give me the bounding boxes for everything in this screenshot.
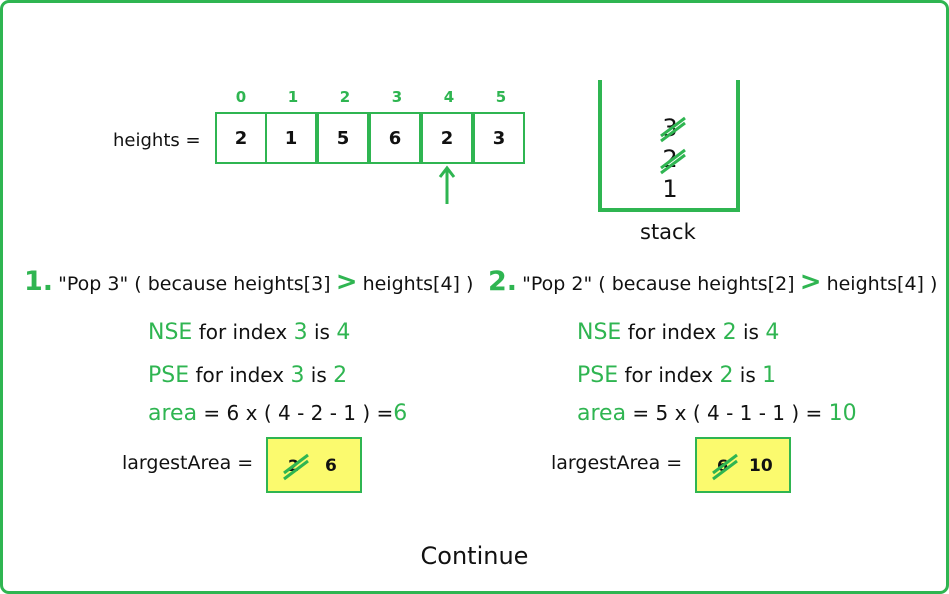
step-1-area-line: area = 6 x ( 4 - 2 - 1 ) =6 (148, 401, 407, 426)
pse-is: is (739, 363, 756, 387)
largest-area-label: largestArea = (551, 452, 683, 474)
array-cell: 2 (215, 112, 267, 164)
step-2-heading: 2. "Pop 2" ( because heights[2] > height… (488, 266, 937, 297)
heights-label: heights = (113, 130, 201, 151)
nse-value: 4 (336, 320, 351, 345)
array-index: 5 (495, 88, 507, 106)
area-eq: = (632, 401, 650, 425)
nse-index: 2 (722, 320, 737, 345)
stack-item: 2 (662, 145, 678, 173)
nse-text: for index (627, 320, 717, 344)
largest-area-label: largestArea = (122, 452, 254, 474)
nse-label: NSE (148, 320, 193, 345)
nse-index: 3 (293, 320, 308, 345)
largest-area-new: 10 (749, 456, 773, 476)
area-expression: 5 x ( 4 - 1 - 1 ) = (655, 401, 823, 425)
area-label: area (148, 401, 198, 426)
pse-text: for index (195, 363, 285, 387)
stack-item: 1 (662, 175, 678, 203)
nse-value: 4 (765, 320, 780, 345)
largest-area-box: 2 6 (266, 437, 362, 493)
step-2-nse-line: NSE for index 2 is 4 (577, 320, 779, 345)
pse-label: PSE (577, 363, 619, 388)
array-index: 4 (443, 88, 455, 106)
step-text: "Pop 2" ( because heights[2] (522, 273, 795, 295)
pse-is: is (310, 363, 327, 387)
pse-value: 1 (762, 363, 777, 388)
stack-container (598, 80, 740, 212)
largest-area-box: 6 10 (695, 437, 791, 493)
pse-text: for index (624, 363, 714, 387)
continue-button[interactable]: Continue (420, 542, 529, 570)
array-cell: 1 (265, 112, 317, 164)
array-index: 2 (339, 88, 351, 106)
array-index: 0 (235, 88, 247, 106)
step-1-pse-line: PSE for index 3 is 2 (148, 363, 347, 388)
step-number: 1. (24, 266, 54, 297)
greater-than-symbol: > (799, 267, 822, 297)
nse-label: NSE (577, 320, 622, 345)
area-result: 10 (828, 401, 857, 426)
array-cell: 5 (317, 112, 369, 164)
array-cell: 2 (421, 112, 473, 164)
area-result: 6 (393, 401, 408, 426)
step-2-pse-line: PSE for index 2 is 1 (577, 363, 776, 388)
array-cell: 3 (473, 112, 525, 164)
step-1-heading: 1. "Pop 3" ( because heights[3] > height… (24, 266, 473, 297)
array-index: 1 (287, 88, 299, 106)
nse-is: is (742, 320, 759, 344)
area-expression: 6 x ( 4 - 2 - 1 ) = (226, 401, 394, 425)
nse-is: is (313, 320, 330, 344)
step-2-area-line: area = 5 x ( 4 - 1 - 1 ) = 10 (577, 401, 857, 426)
step-number: 2. (488, 266, 518, 297)
area-label: area (577, 401, 627, 426)
greater-than-symbol: > (335, 267, 358, 297)
pse-index: 2 (719, 363, 734, 388)
area-eq: = (203, 401, 221, 425)
nse-text: for index (198, 320, 288, 344)
largest-area-new: 6 (325, 456, 337, 476)
stack-label: stack (640, 220, 696, 244)
step-text: "Pop 3" ( because heights[3] (58, 273, 331, 295)
array-index: 3 (391, 88, 403, 106)
crossout-icon (712, 453, 738, 481)
pse-value: 2 (333, 363, 348, 388)
pse-label: PSE (148, 363, 190, 388)
array-cell: 6 (369, 112, 421, 164)
step-text: heights[4] ) (826, 273, 938, 295)
stack-crossout-icon (660, 116, 686, 175)
pointer-arrow-icon (438, 165, 456, 204)
pse-index: 3 (290, 363, 305, 388)
crossout-icon (283, 453, 309, 481)
step-text: heights[4] ) (362, 273, 474, 295)
step-1-nse-line: NSE for index 3 is 4 (148, 320, 350, 345)
